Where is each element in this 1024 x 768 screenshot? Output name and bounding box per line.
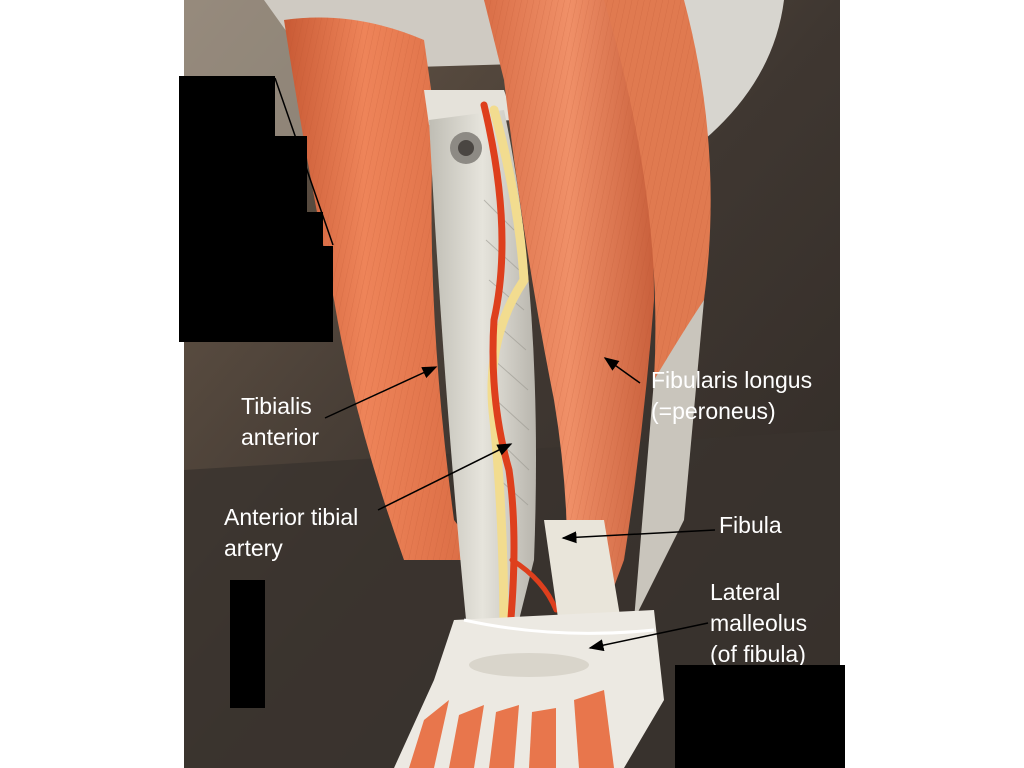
redaction-box xyxy=(230,580,265,708)
label-line: (=peroneus) xyxy=(651,398,776,424)
fibula-leader xyxy=(561,529,716,544)
label-fibula: Fibula xyxy=(719,510,782,541)
label-line: artery xyxy=(224,535,283,561)
lateral-malleolus-leader xyxy=(588,622,709,652)
fibularis-longus-leader xyxy=(603,357,641,384)
label-line: Lateral xyxy=(710,579,781,605)
leg-model-photo xyxy=(184,0,840,768)
label-line: Fibula xyxy=(719,512,782,538)
label-lateral-malleolus: Lateral malleolus (of fibula) xyxy=(710,577,807,670)
label-line: (of fibula) xyxy=(710,641,806,667)
label-line: Fibularis longus xyxy=(651,367,813,393)
tibialis-anterior-leader xyxy=(324,366,438,419)
tibia-shaft xyxy=(429,110,536,650)
label-line: malleolus xyxy=(710,610,808,636)
redaction-box xyxy=(675,665,845,768)
label-tibialis-anterior: Tibialis anterior xyxy=(241,391,319,453)
label-anterior-tibial-artery: Anterior tibial artery xyxy=(224,502,358,564)
anterior-tibial-artery-leader xyxy=(377,443,513,511)
label-line: Tibialis xyxy=(241,393,312,419)
label-line: anterior xyxy=(241,424,319,450)
label-line: Anterior tibial xyxy=(224,504,359,530)
label-fibularis-longus: Fibularis longus (=peroneus) xyxy=(651,365,812,427)
anterior-tibial-artery xyxy=(480,101,518,644)
redaction-box xyxy=(179,246,333,342)
